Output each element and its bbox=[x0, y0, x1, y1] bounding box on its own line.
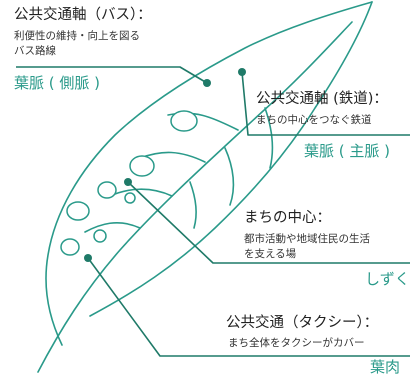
leaf-midrib bbox=[37, 21, 353, 373]
leaf-vein bbox=[189, 181, 197, 229]
center-keyword: しずく bbox=[365, 270, 410, 288]
drop-shape bbox=[97, 181, 117, 199]
leaf-outline bbox=[45, 1, 373, 346]
leader-line-taxi bbox=[87, 257, 410, 357]
leaf-vein bbox=[224, 147, 235, 206]
leader-line-rail bbox=[241, 71, 410, 136]
leader-dot-bus bbox=[203, 79, 211, 87]
leader-line-bus bbox=[16, 66, 208, 84]
leader-dot-rail bbox=[238, 68, 246, 76]
rail-keyword: 葉脈 ( 主脈 ) bbox=[304, 142, 391, 160]
bus-title: 公共交通軸（バス）： bbox=[14, 7, 152, 23]
drop-shape bbox=[170, 110, 198, 132]
taxi-title: 公共交通（タクシー）： bbox=[226, 315, 379, 331]
bus-description: 利便性の維持・向上を図る bbox=[14, 30, 140, 42]
center-title: まちの中心： bbox=[244, 210, 331, 226]
rail-title: 公共交通軸 (鉄道)： bbox=[256, 91, 388, 107]
center-description: 都市活動や地域住民の生活 bbox=[244, 233, 370, 245]
leader-dot-taxi bbox=[84, 254, 92, 262]
bus-keyword: 葉脈 ( 側脈 ) bbox=[14, 74, 101, 92]
drop-shape bbox=[129, 155, 155, 177]
taxi-description: まち全体をタクシーがカバー bbox=[228, 337, 365, 349]
drop-shape bbox=[124, 192, 136, 204]
leaf-vein bbox=[84, 221, 141, 233]
leader-line-center bbox=[127, 181, 410, 264]
taxi-keyword: 葉肉 bbox=[370, 358, 401, 376]
drop-shape bbox=[60, 238, 80, 256]
leader-dot-center bbox=[124, 178, 132, 186]
center-description-2: を支える場 bbox=[244, 248, 297, 260]
leaf-vein bbox=[264, 107, 274, 169]
drop-shape bbox=[66, 201, 90, 221]
bus-description-2: バス路線 bbox=[14, 45, 56, 57]
rail-description: まちの中心をつなぐ鉄道 bbox=[256, 114, 372, 126]
drop-shape bbox=[93, 229, 107, 243]
leaf-outline-lower bbox=[89, 1, 373, 317]
